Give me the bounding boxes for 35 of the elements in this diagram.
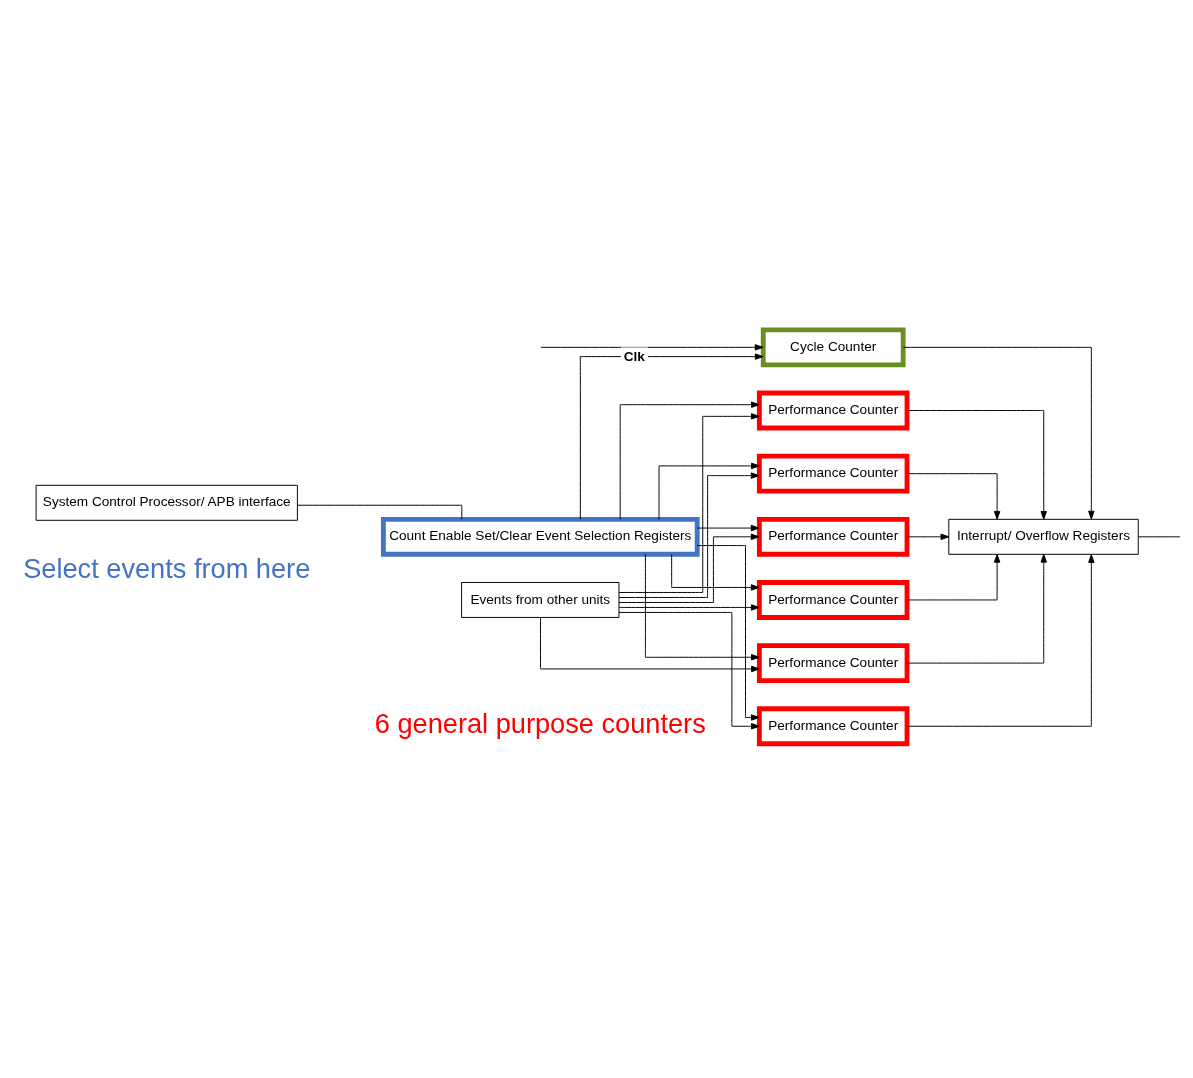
arrow bbox=[619, 401, 760, 520]
arrow bbox=[579, 353, 764, 520]
arrow bbox=[618, 413, 760, 593]
arrow bbox=[658, 462, 760, 520]
label: Select events from here bbox=[23, 552, 311, 584]
node-box: Cycle Counter bbox=[760, 327, 906, 368]
arrow bbox=[671, 554, 760, 591]
arrow bbox=[618, 533, 760, 603]
arrow bbox=[618, 472, 760, 598]
arrow bbox=[907, 473, 1001, 520]
arrow bbox=[906, 533, 950, 540]
node-box: Performance Counter bbox=[756, 453, 910, 494]
arrow bbox=[618, 604, 760, 611]
arrow bbox=[906, 410, 1047, 520]
node-box: Performance Counter bbox=[756, 390, 910, 431]
label: 6 general purpose counters bbox=[374, 707, 706, 739]
edge-label: Clk bbox=[623, 348, 645, 364]
node-box: Performance Counter bbox=[756, 516, 910, 557]
arrow bbox=[902, 346, 1095, 520]
node-box: Performance Counter bbox=[756, 706, 910, 747]
arrow bbox=[540, 617, 760, 673]
node-box: Interrupt/ Overflow Registers bbox=[948, 518, 1139, 555]
node-box: Performance Counter bbox=[756, 580, 910, 620]
node-box: Performance Counter bbox=[756, 643, 910, 684]
arrow bbox=[644, 553, 760, 661]
node-box: Events from other units bbox=[461, 582, 620, 618]
arrow bbox=[696, 524, 760, 532]
arrow bbox=[696, 545, 760, 721]
arrow bbox=[906, 553, 1047, 664]
arrow bbox=[618, 611, 760, 730]
node-box: System Control Processor/ APB interface bbox=[35, 484, 298, 521]
connector bbox=[1138, 536, 1181, 538]
node-box: Count Enable Set/Clear Event Selection Registers bbox=[380, 516, 700, 557]
arrow bbox=[906, 554, 1095, 727]
arrow bbox=[907, 553, 1001, 601]
